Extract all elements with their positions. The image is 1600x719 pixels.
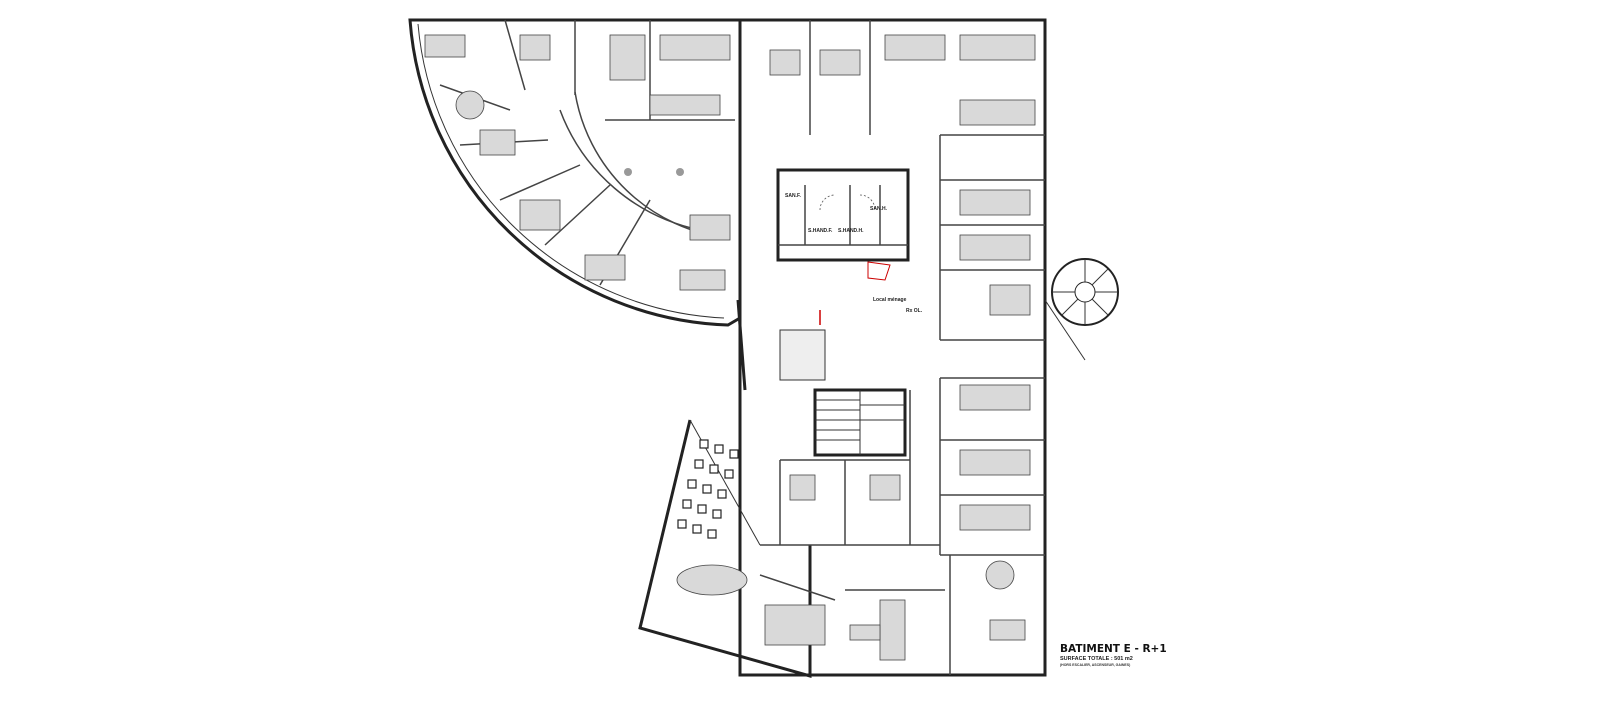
shaft-marker	[867, 261, 891, 281]
room-label-san-f: SAN.F.	[785, 193, 801, 199]
room-label-san-h: SAN.H.	[870, 206, 888, 212]
room-label-local-menage: Local ménage	[873, 297, 907, 303]
room-label-s-hand-f: S.HAND.F.	[808, 228, 833, 234]
sanitary-core: SAN.F. SAN.H. S.HAND.F. S.HAND.H. Local …	[776, 168, 923, 314]
room-label-s-hand-h: S.HAND.H.	[838, 228, 864, 234]
title-block: BATIMENT E - R+1 SURFACE TOTALE : 501 m2…	[1060, 643, 1180, 667]
spiral-staircase	[1044, 258, 1119, 361]
plan-title: BATIMENT E - R+1	[1060, 643, 1167, 655]
office-partitions	[759, 20, 1045, 675]
staircase	[779, 310, 907, 457]
plan-surface-note: (HORS ESCALIER, ASCENSEUR, GAINES)	[1060, 663, 1131, 667]
room-label-rx-ol: Rx OL.	[906, 308, 923, 314]
plan-surface: SURFACE TOTALE : 501 m2	[1060, 656, 1133, 662]
furniture	[424, 34, 1036, 661]
